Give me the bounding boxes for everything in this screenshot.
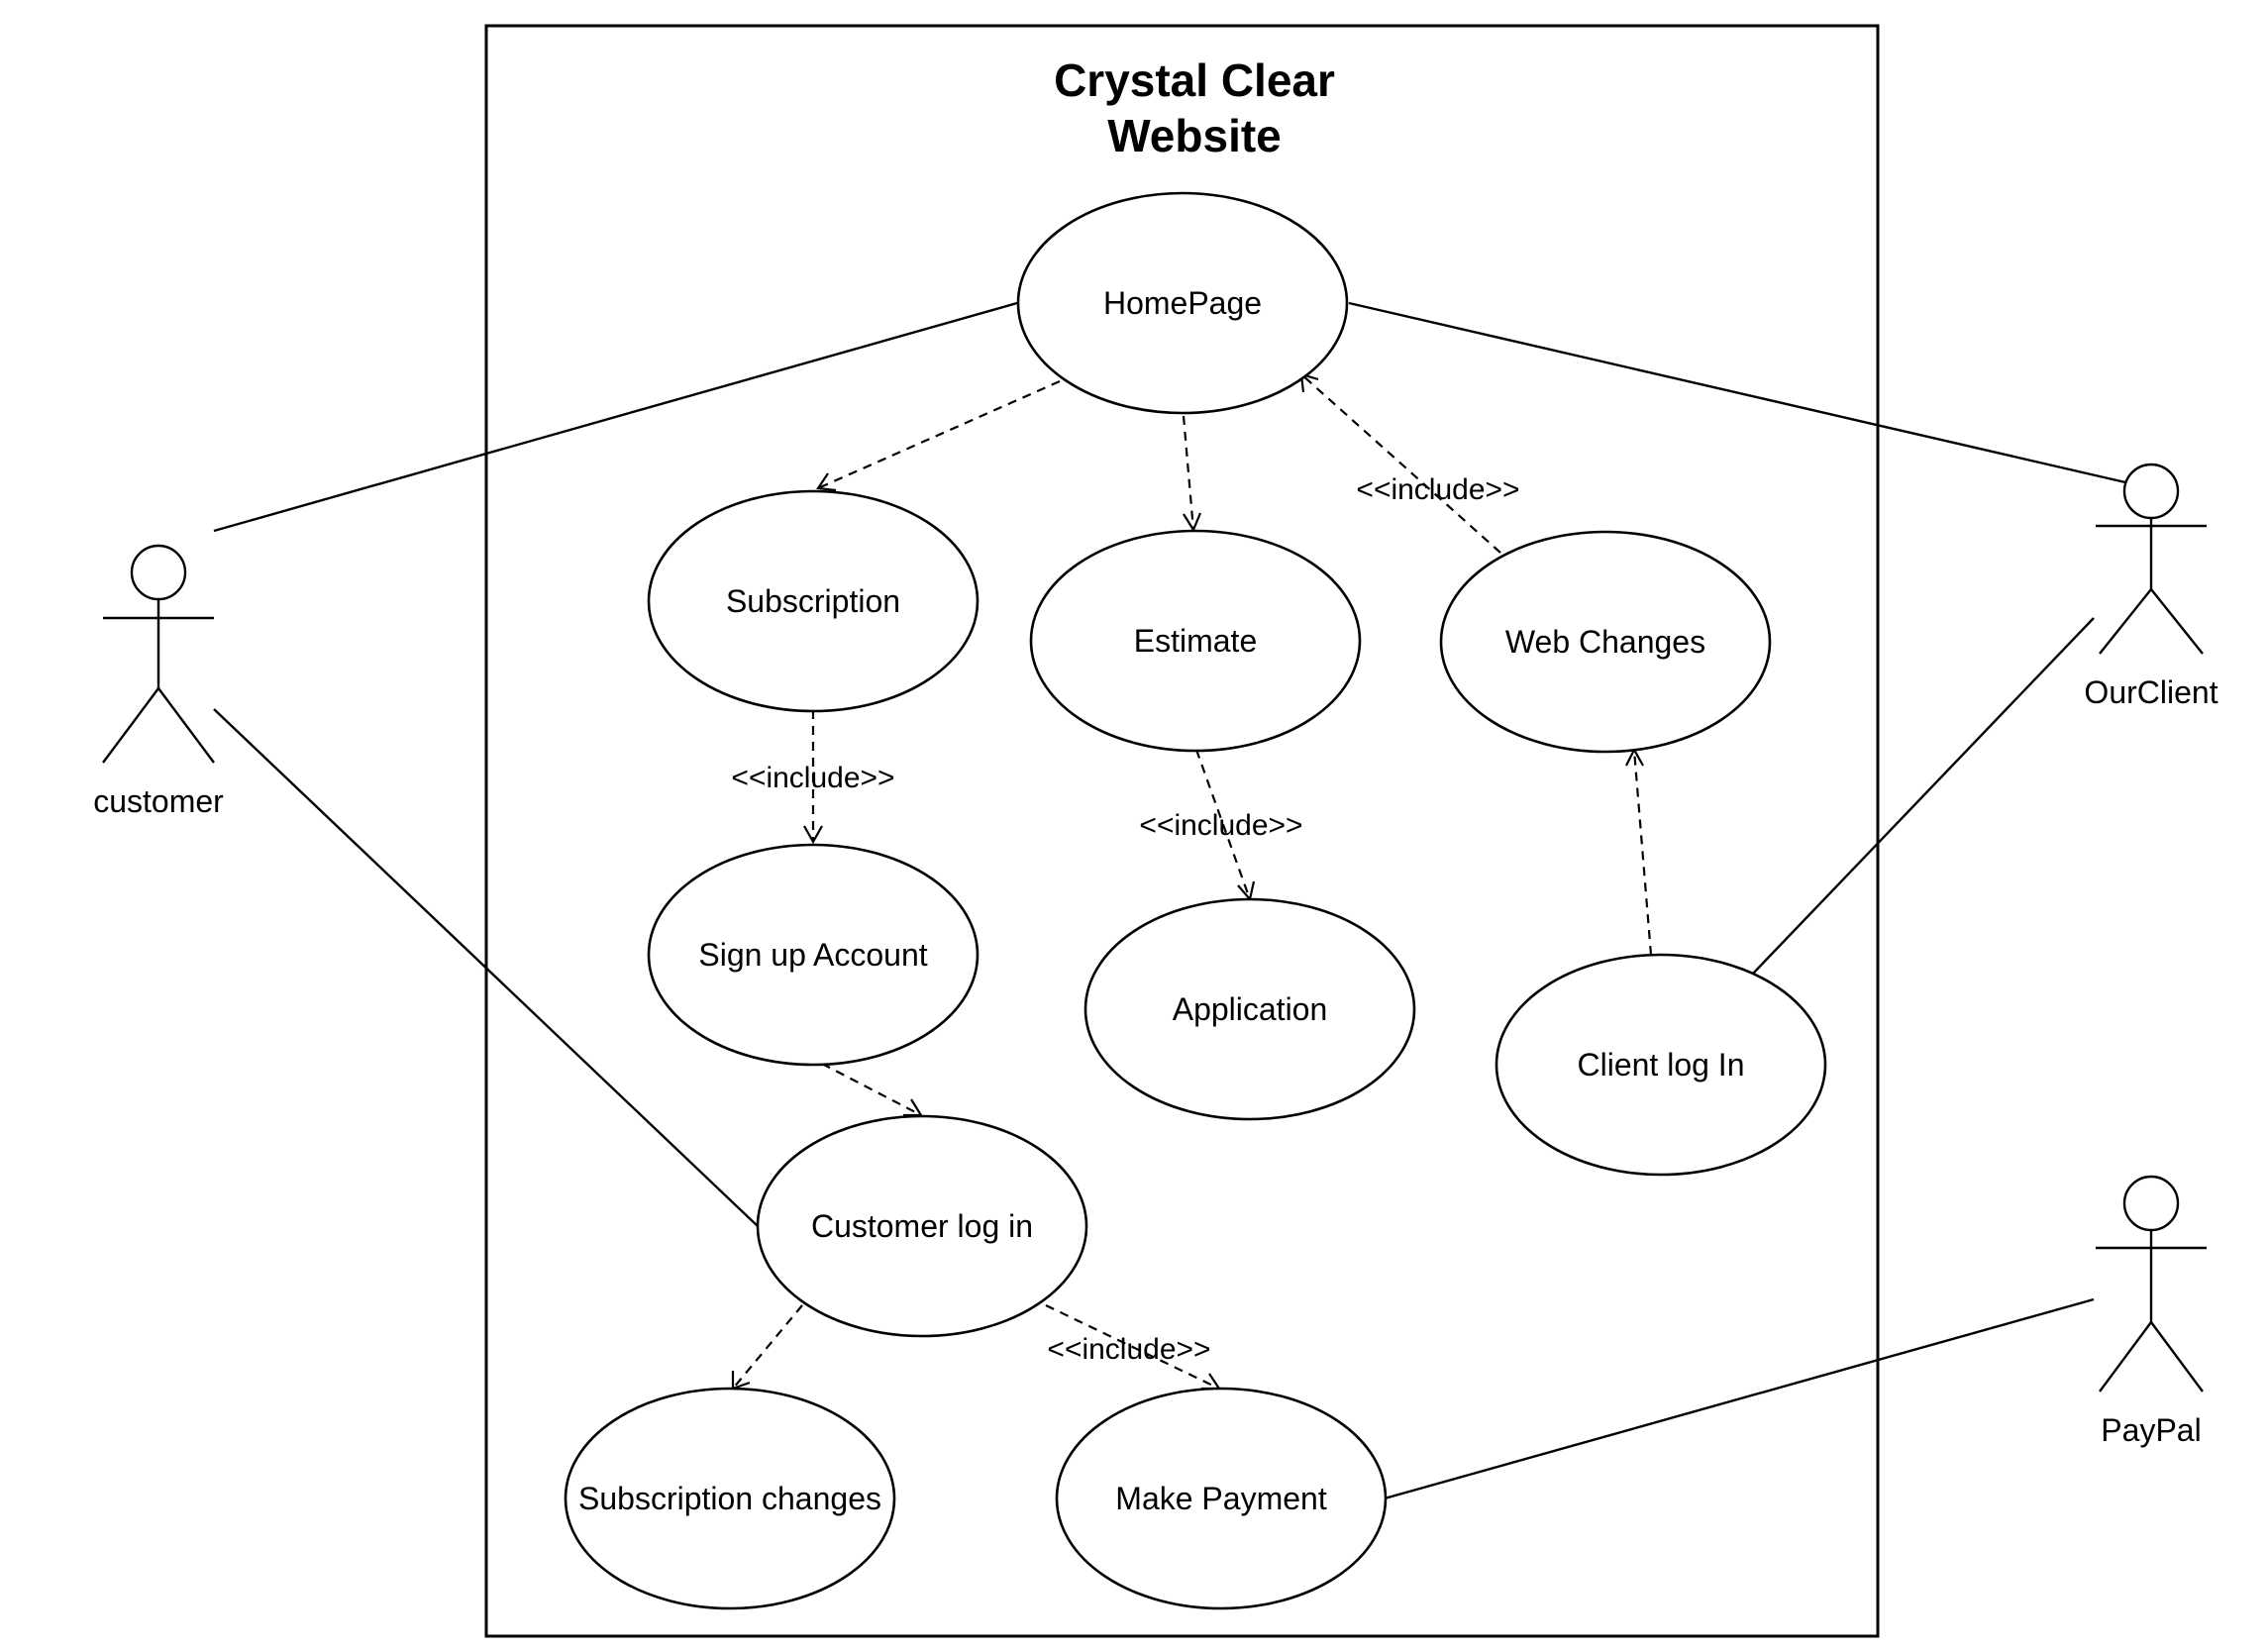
- include-label-estimate: <<include>>: [1139, 809, 1302, 842]
- assoc-customer-homepage: [213, 301, 1018, 533]
- usecase-client-log-in-label: Client log In: [1578, 1047, 1745, 1083]
- dep-clientlogin-webchanges: [1632, 749, 1653, 956]
- system-title-line2: Website: [1107, 110, 1282, 161]
- usecase-estimate-label: Estimate: [1134, 623, 1257, 659]
- system-title-line1: Crystal Clear: [1054, 54, 1335, 106]
- dep-customerlogin-subchanges: [732, 1304, 803, 1390]
- arrowhead: [803, 825, 823, 845]
- arrowhead: [816, 472, 837, 492]
- usecase-sign-up-account-label: Sign up Account: [698, 937, 927, 973]
- usecase-sign-up-account: Sign up Account: [647, 843, 979, 1067]
- dep-estimate-application: [1194, 749, 1252, 900]
- usecase-application: Application: [1083, 897, 1416, 1121]
- assoc-makepayment-paypal: [1384, 1297, 2095, 1500]
- usecase-customer-log-in-label: Customer log in: [811, 1208, 1033, 1244]
- usecase-customer-log-in: Customer log in: [756, 1114, 1088, 1338]
- assoc-customer-customerlogin: [213, 708, 759, 1227]
- assoc-clientlogin-ourclient: [1752, 617, 2095, 975]
- usecase-web-changes-label: Web Changes: [1505, 624, 1705, 660]
- arrowhead: [903, 1098, 923, 1117]
- actor-paypal: PayPal: [2096, 1175, 2207, 1448]
- actor-ourclient-label: OurClient: [2084, 674, 2217, 710]
- usecase-homepage-label: HomePage: [1103, 285, 1262, 321]
- usecase-application-label: Application: [1173, 991, 1328, 1027]
- usecase-client-log-in: Client log In: [1495, 953, 1827, 1177]
- include-label-webchanges: <<include>>: [1356, 473, 1519, 506]
- include-label-payment: <<include>>: [1047, 1333, 1210, 1366]
- dep-webchanges-homepage: [1300, 373, 1501, 554]
- usecase-estimate: Estimate: [1029, 529, 1362, 753]
- usecase-make-payment: Make Payment: [1055, 1387, 1388, 1610]
- include-label-subscription: <<include>>: [731, 762, 894, 794]
- system-boundary: [484, 24, 1880, 1638]
- usecase-web-changes: Web Changes: [1439, 530, 1772, 754]
- dep-customerlogin-makepayment: [1045, 1304, 1220, 1390]
- actor-ourclient: OurClient: [2084, 463, 2218, 710]
- assoc-homepage-ourclient: [1348, 301, 2126, 484]
- dep-homepage-estimate: [1182, 415, 1195, 531]
- usecase-homepage: HomePage: [1016, 191, 1349, 415]
- usecase-subscription-changes-label: Subscription changes: [578, 1481, 881, 1516]
- usecase-subscription-changes: Subscription changes: [564, 1387, 896, 1610]
- dep-homepage-subscription: [817, 379, 1061, 490]
- usecase-subscription-label: Subscription: [726, 583, 900, 619]
- usecase-make-payment-label: Make Payment: [1115, 1481, 1327, 1516]
- actor-customer: customer: [93, 544, 224, 819]
- usecase-subscription: Subscription: [647, 489, 979, 713]
- actor-customer-label: customer: [93, 783, 224, 819]
- actor-paypal-label: PayPal: [2101, 1412, 2201, 1448]
- dep-signup-customerlogin: [821, 1063, 922, 1116]
